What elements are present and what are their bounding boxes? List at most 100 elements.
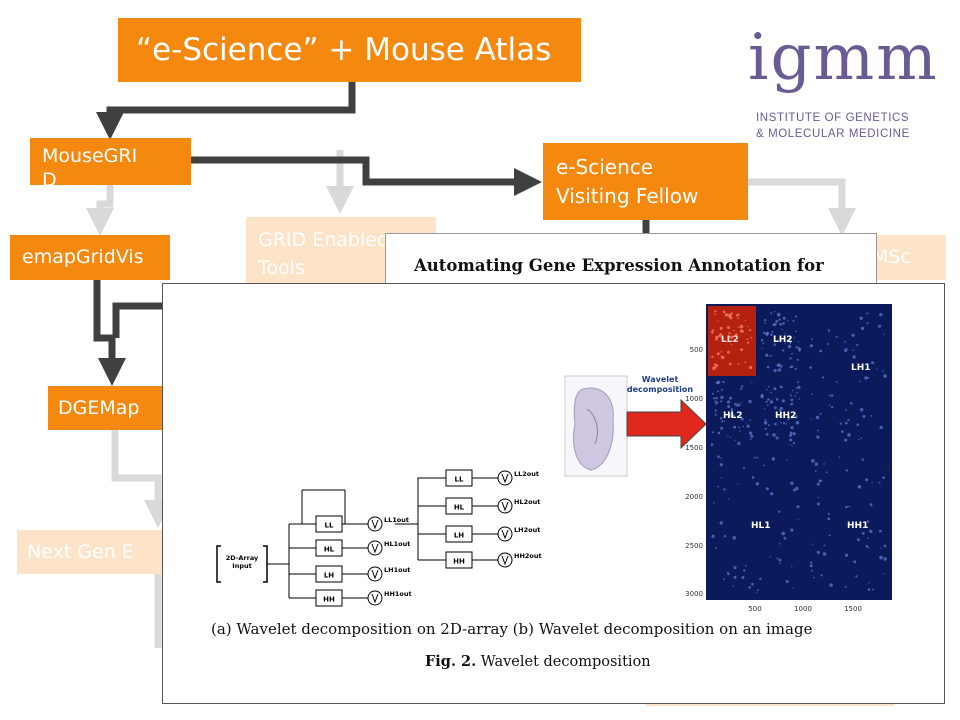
downsample-arrow-l1-0 bbox=[371, 519, 379, 530]
image-speckle bbox=[742, 425, 744, 428]
image-speckle bbox=[773, 387, 777, 391]
image-speckle bbox=[711, 331, 714, 334]
image-speckle bbox=[826, 343, 829, 345]
image-speckle bbox=[764, 418, 767, 421]
image-speckle bbox=[720, 395, 724, 400]
image-speckle bbox=[867, 377, 870, 379]
image-speckle bbox=[819, 349, 823, 353]
image-speckle bbox=[722, 380, 725, 384]
image-speckle bbox=[820, 574, 823, 577]
image-speckle bbox=[779, 562, 781, 565]
image-speckle bbox=[856, 423, 860, 426]
image-speckle bbox=[715, 335, 719, 340]
image-speckle bbox=[879, 425, 883, 430]
image-speckle bbox=[729, 362, 732, 366]
image-speckle bbox=[721, 420, 724, 423]
image-speckle bbox=[792, 320, 795, 323]
image-speckle bbox=[779, 542, 781, 545]
logo-line-2: & MOLECULAR MEDICINE bbox=[756, 128, 910, 140]
image-speckle bbox=[856, 344, 859, 347]
wavelet-array-diagram: 2D-Array Input LLLL1outHLHL1outLHLH1outH… bbox=[216, 469, 542, 607]
image-speckle bbox=[775, 398, 779, 401]
image-speckle bbox=[853, 560, 857, 564]
image-speckle bbox=[796, 358, 800, 361]
image-speckle bbox=[797, 381, 800, 384]
image-speckle bbox=[781, 531, 785, 536]
image-speckle bbox=[747, 341, 750, 344]
image-speckle bbox=[766, 404, 769, 406]
downsample-arrow-l2-0 bbox=[501, 473, 509, 484]
image-speckle bbox=[811, 459, 815, 463]
image-speckle bbox=[712, 329, 714, 332]
image-speckle bbox=[783, 536, 787, 540]
image-speckle bbox=[715, 413, 717, 415]
image-speckle bbox=[744, 361, 746, 364]
image-speckle bbox=[866, 312, 869, 315]
image-speckle bbox=[781, 328, 783, 331]
y-tick-label: 3000 bbox=[685, 590, 703, 598]
image-speckle bbox=[814, 462, 818, 466]
image-speckle bbox=[741, 385, 744, 388]
image-speckle bbox=[788, 337, 792, 340]
image-speckle bbox=[788, 444, 790, 446]
output-label-l1-3: HH1out bbox=[384, 590, 412, 598]
image-speckle bbox=[769, 354, 772, 357]
image-speckle bbox=[782, 349, 785, 352]
image-speckle bbox=[789, 431, 793, 435]
image-speckle bbox=[844, 585, 847, 588]
image-speckle bbox=[767, 385, 770, 388]
image-speckle bbox=[715, 397, 718, 400]
image-speckle bbox=[867, 537, 870, 539]
downsample-arrow-l1-2 bbox=[371, 569, 379, 580]
image-speckle bbox=[785, 423, 787, 425]
input-connector bbox=[267, 524, 290, 598]
image-speckle bbox=[713, 397, 716, 400]
image-speckle bbox=[717, 455, 720, 458]
image-speckle bbox=[772, 323, 775, 327]
image-speckle bbox=[762, 342, 764, 345]
output-label-l2-1: HL2out bbox=[514, 498, 540, 506]
image-speckle bbox=[751, 476, 755, 479]
image-speckle bbox=[710, 443, 714, 446]
image-speckle bbox=[773, 311, 776, 313]
output-label-l1-0: LL1out bbox=[384, 516, 409, 524]
image-speckle bbox=[719, 333, 722, 336]
image-speckle bbox=[765, 432, 769, 436]
image-speckle bbox=[795, 416, 798, 419]
image-speckle bbox=[790, 403, 792, 406]
image-speckle bbox=[797, 341, 800, 343]
input-label: 2D-Array bbox=[226, 554, 259, 562]
image-speckle bbox=[715, 381, 719, 385]
image-speckle bbox=[792, 441, 796, 445]
image-speckle bbox=[778, 510, 781, 513]
image-speckle bbox=[879, 313, 883, 317]
image-speckle bbox=[720, 426, 723, 430]
image-speckle bbox=[809, 344, 814, 348]
image-speckle bbox=[794, 330, 797, 333]
image-speckle bbox=[772, 433, 776, 437]
image-speckle bbox=[744, 564, 747, 567]
image-speckle bbox=[867, 588, 871, 591]
image-speckle bbox=[774, 422, 777, 426]
image-speckle bbox=[883, 544, 887, 548]
image-speckle bbox=[738, 326, 740, 329]
image-speckle bbox=[847, 419, 850, 422]
image-speckle bbox=[769, 400, 774, 404]
image-speckle bbox=[839, 422, 842, 425]
subband-label-hh2: HH2 bbox=[775, 411, 796, 421]
image-speckle bbox=[872, 588, 874, 591]
image-speckle bbox=[789, 341, 792, 344]
image-speckle bbox=[860, 326, 865, 330]
image-speckle bbox=[762, 331, 766, 335]
image-speckle bbox=[823, 463, 825, 465]
image-speckle bbox=[865, 545, 869, 548]
image-speckle bbox=[810, 418, 812, 420]
image-speckle bbox=[782, 422, 786, 425]
image-speckle bbox=[869, 503, 873, 507]
image-speckle bbox=[773, 369, 777, 373]
image-speckle bbox=[727, 405, 731, 408]
image-speckle bbox=[845, 421, 848, 425]
image-speckle bbox=[794, 367, 797, 370]
image-speckle bbox=[816, 482, 820, 486]
